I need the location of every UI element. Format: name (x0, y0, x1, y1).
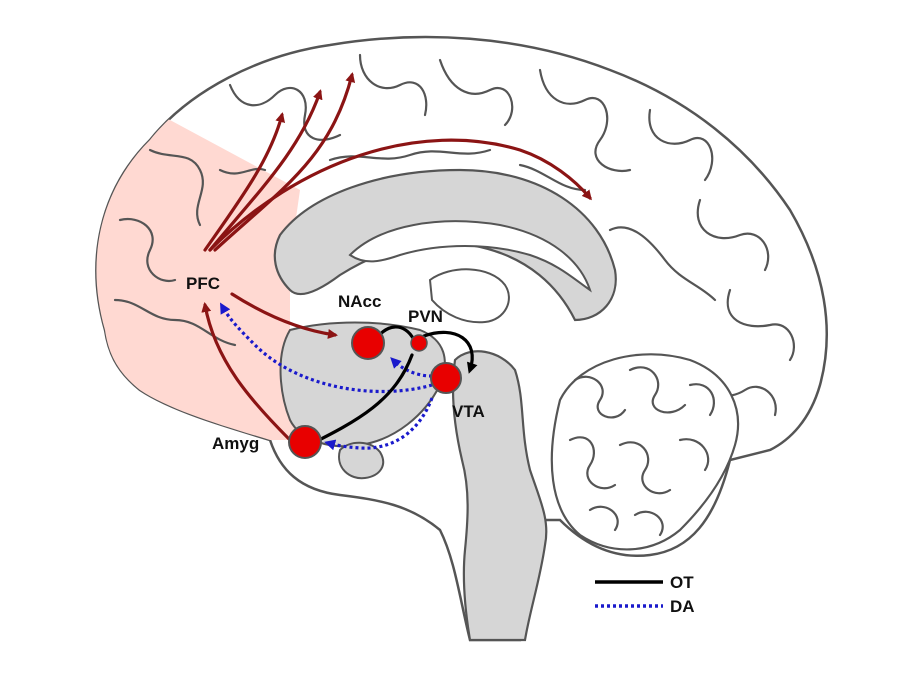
pfc-to-cortex-2-arrow (208, 89, 323, 252)
vta-to-amyg-arrow (324, 397, 434, 451)
pvn-nucleus (410, 334, 428, 352)
pituitary (338, 441, 385, 480)
pfc-to-cortex-1-arrow (203, 112, 286, 252)
legend: OT DA (595, 573, 695, 616)
pvn-to-amyg-arrow (301, 353, 414, 449)
amyg-label: Amyg (212, 434, 259, 453)
amyg-nucleus (288, 425, 322, 459)
pvn-label: PVN (408, 307, 443, 326)
thalamus (428, 268, 510, 324)
vta-to-nacc-arrow (390, 357, 433, 378)
nacc-label: NAcc (338, 292, 381, 311)
pvn-to-vta-arrow (422, 330, 478, 374)
vta-label: VTA (452, 402, 485, 421)
pfc-to-posterior-arrow (208, 138, 592, 252)
cerebellum (550, 353, 740, 551)
vta-to-pfc-arrow (220, 302, 433, 394)
vta-nucleus (430, 362, 462, 394)
corpus-callosum (273, 168, 617, 322)
brainstem (451, 350, 548, 642)
da-pathways (220, 302, 434, 451)
amyg-pfc-bidirectional-arrow (201, 302, 299, 449)
pfc-label: PFC (186, 274, 220, 293)
fornix (348, 220, 592, 293)
legend-ot-label: OT (670, 573, 694, 592)
legend-da-label: DA (670, 597, 695, 616)
red-pathways (201, 72, 592, 449)
nacc-nucleus (351, 326, 385, 360)
pfc-to-cortex-3-arrow (213, 72, 356, 252)
